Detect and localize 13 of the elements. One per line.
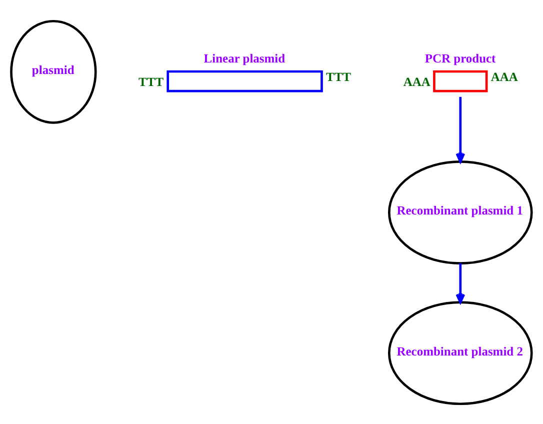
node-label: PCR product xyxy=(424,50,496,65)
node-ellipse: Recombinant plasmid 1 xyxy=(388,160,533,264)
arrow xyxy=(456,96,466,162)
node-box xyxy=(433,70,488,92)
node-label: Linear plasmid xyxy=(204,50,286,65)
arrow xyxy=(456,262,466,303)
node-box xyxy=(166,70,323,92)
node-ellipse: Recombinant plasmid 2 xyxy=(388,300,533,405)
node-label: AAA xyxy=(403,74,430,88)
node-label: TTT xyxy=(138,74,164,88)
node-ellipse: plasmid xyxy=(10,19,97,124)
node-label: TTT xyxy=(326,70,352,84)
node-label: AAA xyxy=(490,70,518,84)
